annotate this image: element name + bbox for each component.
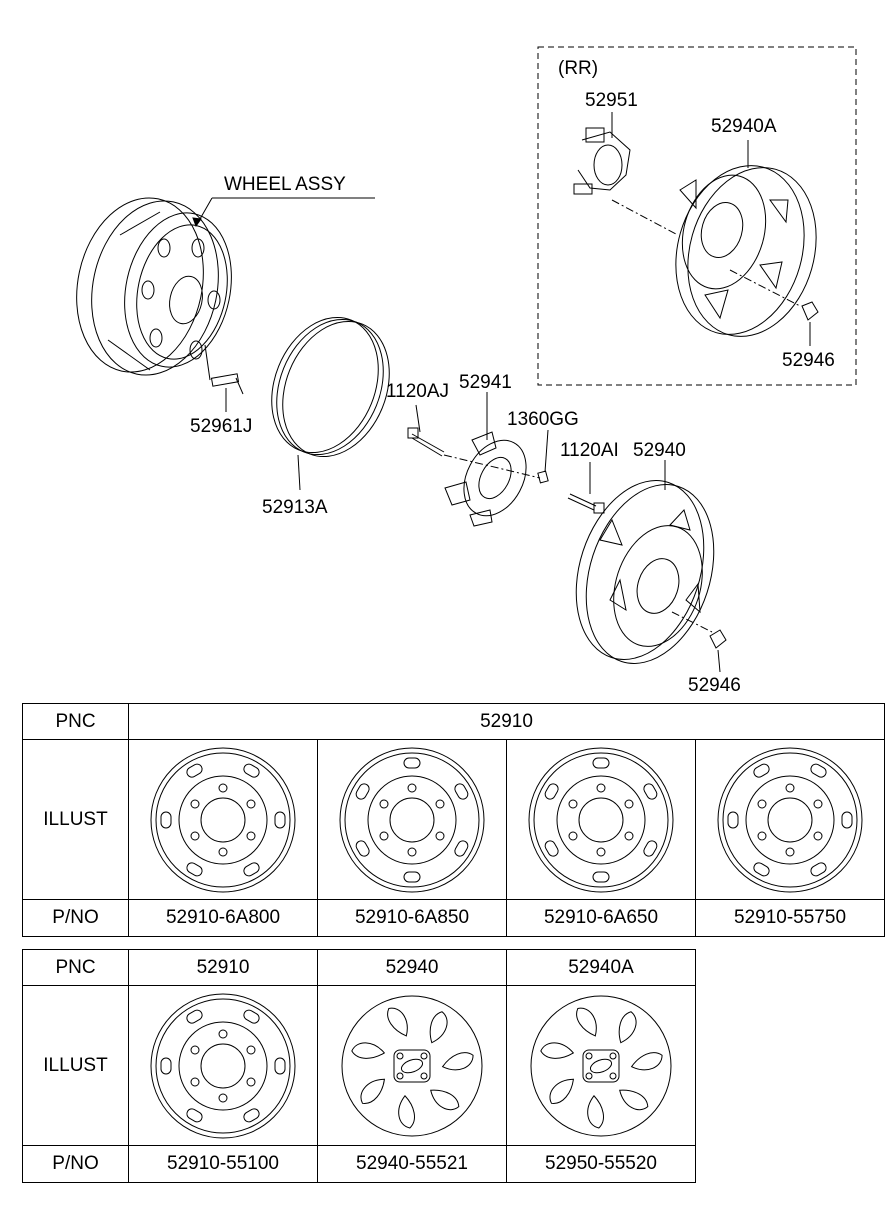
table1-part-4: 52910-55750 (694, 899, 886, 937)
valve-stem-drawing (204, 344, 244, 412)
table2-illust-1 (128, 985, 318, 1146)
label-52940: 52940 (633, 440, 686, 461)
steel-wheel-icon (150, 747, 296, 892)
table1-part-2: 52910-6A850 (317, 899, 507, 937)
parts-table-1: PNC 52910 ILLUST (22, 703, 886, 937)
table1-pnc-label: PNC (22, 703, 129, 740)
wheel-cover-icon (341, 995, 483, 1136)
table1-illust-4 (694, 739, 886, 900)
table2-part-2: 52940-55521 (317, 1145, 507, 1183)
label-1120aj: 1120AJ (386, 381, 450, 402)
nut-1360gg-drawing (537, 429, 549, 484)
label-52946-rear: 52946 (782, 350, 835, 371)
table2-pnc-1: 52910 (128, 949, 318, 986)
rear-box-title: (RR) (558, 58, 599, 79)
rear-detail-box (537, 46, 857, 386)
rear-cover-52940a-drawing (675, 140, 819, 346)
table1-illust-label: ILLUST (22, 739, 129, 900)
table1-illust-2 (317, 739, 507, 900)
rear-bracket-52951-drawing (573, 112, 677, 235)
wheel-cover-52940-drawing (575, 460, 727, 673)
wheel-cover-icon (530, 995, 672, 1136)
table1-part-1: 52910-6A800 (128, 899, 318, 937)
table2-part-3: 52950-55520 (506, 1145, 696, 1183)
bracket-52941-drawing (444, 392, 527, 527)
steel-wheel-icon (150, 993, 296, 1138)
steel-wheel-icon (528, 747, 674, 892)
label-1120ai: 1120AI (560, 440, 619, 461)
label-52940a: 52940A (711, 116, 777, 137)
rim-band-drawing (271, 316, 390, 491)
table2-illust-label: ILLUST (22, 985, 129, 1146)
table2-pnc-2: 52940 (317, 949, 507, 986)
table1-pno-label: P/NO (22, 899, 129, 937)
table1-illust-1 (128, 739, 318, 900)
wheel-assy-drawing (76, 197, 232, 376)
label-52946-front: 52946 (688, 675, 741, 696)
bolt-1120aj-drawing (407, 404, 541, 479)
exploded-wheel-diagram (76, 46, 857, 673)
label-52913a: 52913A (262, 497, 328, 518)
table2-illust-3 (506, 985, 696, 1146)
table2-illust-2 (317, 985, 507, 1146)
label-wheel-assy: WHEEL ASSY (224, 174, 346, 195)
table1-illust-3 (506, 739, 696, 900)
label-52941: 52941 (459, 372, 512, 393)
steel-wheel-icon (339, 747, 485, 892)
label-1360gg: 1360GG (507, 409, 579, 430)
bolt-1120ai-drawing (567, 462, 605, 514)
table2-pnc-3: 52940A (506, 949, 696, 986)
table2-pnc-label: PNC (22, 949, 129, 986)
table1-part-3: 52910-6A650 (506, 899, 696, 937)
table2-part-1: 52910-55100 (128, 1145, 318, 1183)
parts-table-2: PNC 52910 52940 52940A ILLUST (22, 949, 696, 1183)
label-52961j: 52961J (190, 416, 253, 437)
steel-wheel-icon (717, 747, 863, 892)
table1-pnc-value: 52910 (127, 703, 886, 740)
table2-pno-label: P/NO (22, 1145, 129, 1183)
label-52951: 52951 (585, 90, 638, 111)
